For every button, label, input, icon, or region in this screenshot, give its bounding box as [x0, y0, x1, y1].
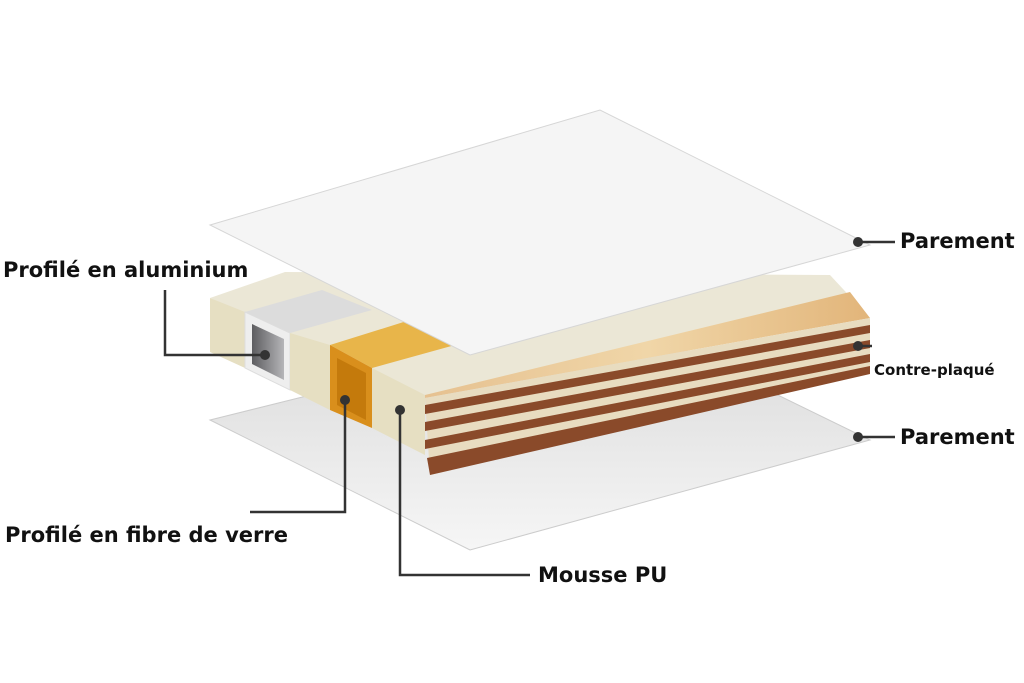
plywood-front-layers: [425, 318, 870, 475]
leader-lines: [163, 240, 895, 577]
top-facing-sheet: [208, 109, 872, 356]
label-fiberglass-profile: Profilé en fibre de verre: [5, 523, 288, 547]
label-parement-top: Parement: [900, 229, 1015, 253]
plywood-top-face: [425, 292, 870, 398]
aluminium-top-face: [245, 290, 372, 333]
label-pu-foam: Mousse PU: [538, 563, 668, 587]
foam-front-left: [210, 298, 245, 368]
label-parement-bottom: Parement: [900, 425, 1015, 449]
label-aluminium-profile: Profilé en aluminium: [3, 258, 249, 282]
label-plywood: Contre-plaqué: [874, 361, 995, 379]
foam-front-mid: [290, 333, 330, 410]
leader-dots: [260, 237, 863, 442]
